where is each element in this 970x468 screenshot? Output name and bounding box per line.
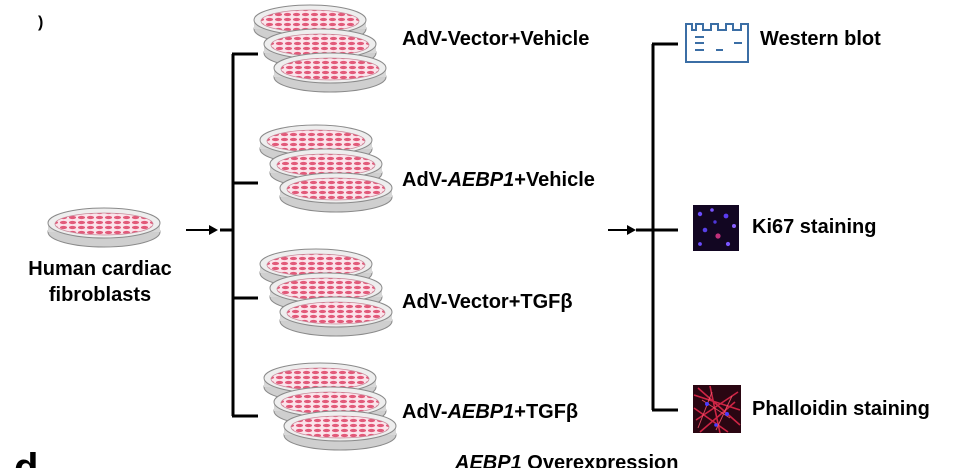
source-petri-dish	[47, 207, 161, 248]
source-label-line1: Human cardiac	[28, 258, 172, 280]
condition-label-vector-vehicle: AdV-Vector+Vehicle	[402, 28, 590, 50]
ki67-micrograph-icon	[693, 205, 739, 251]
assay-label-phalloidin: Phalloidin staining	[752, 398, 930, 420]
assay-label-western-blot: Western blot	[760, 28, 881, 50]
next-panel-title: AEBP1 Overexpression	[455, 452, 679, 468]
corner-mark: )	[38, 14, 44, 31]
source-label-line2: fibroblasts	[48, 284, 152, 306]
dish-stack-aebp1-vehicle	[259, 124, 393, 213]
condition-label-aebp1-vehicle: AdV-AEBP1+Vehicle	[402, 169, 595, 191]
assays-bracket	[636, 42, 678, 412]
arrow-to-conditions	[186, 225, 218, 235]
next-panel-letter: d	[14, 446, 39, 468]
assay-label-ki67: Ki67 staining	[752, 216, 877, 238]
dish-stack-vector-vehicle	[253, 4, 387, 93]
arrow-to-assays	[608, 225, 636, 235]
conditions-bracket	[220, 52, 258, 418]
western-blot-icon	[685, 23, 749, 63]
source-label: Human cardiac fibroblasts	[10, 256, 190, 308]
condition-label-aebp1-tgfb: AdV-AEBP1+TGFβ	[402, 401, 579, 423]
condition-label-vector-tgfb: AdV-Vector+TGFβ	[402, 291, 573, 313]
dish-stack-aebp1-tgfb	[263, 362, 397, 451]
phalloidin-micrograph-icon	[693, 385, 741, 434]
dish-stack-vector-tgfb	[259, 248, 393, 337]
